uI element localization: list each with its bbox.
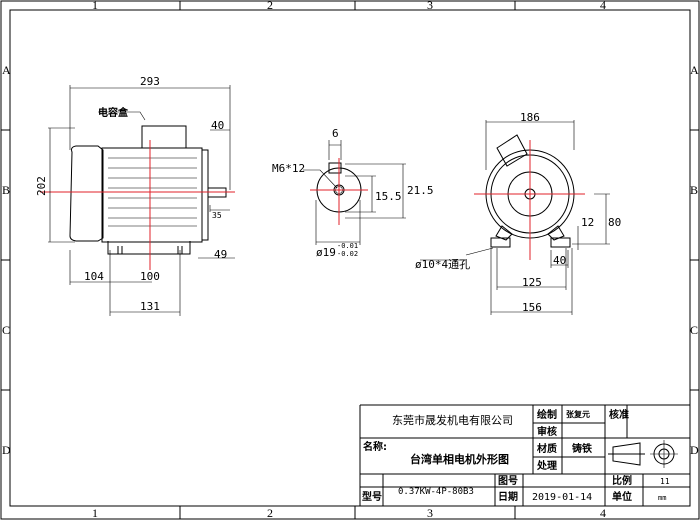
- capacitor-box-label: 电容盒: [98, 106, 129, 119]
- scale-value: 11: [660, 477, 670, 486]
- dim-center-height: 80: [608, 216, 621, 229]
- title-block: 东莞市晟发机电有限公司 绘制 张复元 审核 核准 名称: 台湾单相电机外形图 材…: [359, 404, 690, 506]
- zone-col-3: 3: [427, 0, 433, 12]
- dim-shaft-diameter: ø19: [316, 246, 336, 259]
- dim-end-width: 186: [520, 111, 540, 124]
- date-label: 日期: [498, 490, 518, 503]
- company-name: 东莞市晟发机电有限公司: [392, 413, 513, 427]
- dim-front-dist: 104: [84, 270, 104, 283]
- thread-label: M6*12: [272, 162, 305, 175]
- zone-row-a-right: A: [690, 63, 699, 77]
- zone-col-4-bottom: 4: [600, 506, 606, 520]
- dim-key-length: 35: [212, 211, 222, 220]
- dim-key-width: 6: [332, 127, 339, 140]
- scale-label: 比例: [612, 474, 632, 487]
- end-view: 186 ø10*4通孔 80 12 40 125 156: [415, 111, 621, 315]
- dim-foot-width: 40: [553, 254, 566, 267]
- model-label: 型号: [362, 490, 382, 503]
- date-value: 2019-01-14: [532, 492, 592, 503]
- side-view: 293 电容盒 202 40 35 49 104 100 131: [35, 75, 235, 316]
- zone-col-4: 4: [600, 0, 606, 12]
- dim-shaft-length: 40: [211, 119, 224, 132]
- zone-row-d-right: D: [690, 443, 699, 457]
- model-value: 0.37KW-4P-80B3: [398, 487, 474, 497]
- dim-shaft-height: 21.5: [407, 184, 434, 197]
- material-label: 材质: [537, 442, 557, 455]
- dim-end-base-width: 156: [522, 301, 542, 314]
- zone-col-2: 2: [267, 0, 273, 12]
- unit-value: mm: [658, 494, 666, 502]
- dim-foot-spacing: 100: [140, 270, 160, 283]
- unit-label: 单位: [612, 490, 632, 503]
- review-label: 审核: [537, 425, 557, 438]
- dim-key-depth: 15.5: [375, 190, 402, 203]
- zone-row-b-right: B: [690, 183, 698, 197]
- material-value: 铸铁: [572, 442, 592, 455]
- dim-base-width: 131: [140, 300, 160, 313]
- drawn-label: 绘制: [537, 408, 557, 421]
- zone-col-3-bottom: 3: [427, 506, 433, 520]
- treatment-label: 处理: [536, 459, 557, 472]
- dim-overall-length: 293: [140, 75, 160, 88]
- zone-col-1: 1: [92, 0, 98, 12]
- approve-label: 核准: [609, 408, 629, 421]
- zone-row-d: D: [2, 443, 11, 457]
- zone-row-c: C: [2, 323, 10, 337]
- tol-upper: -0.01: [337, 242, 358, 250]
- drawing-no-label: 图号: [498, 475, 518, 487]
- drawn-by: 张复元: [566, 409, 590, 419]
- zone-row-c-right: C: [690, 323, 698, 337]
- zone-row-a: A: [2, 63, 11, 77]
- zone-row-b: B: [2, 183, 10, 197]
- zone-col-1-bottom: 1: [92, 506, 98, 520]
- name-label: 名称:: [363, 440, 387, 453]
- tol-lower: -0.02: [337, 250, 358, 258]
- zone-col-2-bottom: 2: [267, 506, 273, 520]
- drawing-name: 台湾单相电机外形图: [410, 452, 509, 466]
- dim-foot-thickness: 12: [581, 216, 594, 229]
- dim-foot-dist: 49: [214, 248, 227, 261]
- dim-height: 202: [35, 176, 48, 196]
- mounting-holes-label: ø10*4通孔: [415, 258, 470, 271]
- dim-hole-spacing: 125: [522, 276, 542, 289]
- projection-symbol-icon: [650, 440, 678, 468]
- shaft-end-view: 15.5 21.5 6 M6*12 ø19 -0.01 -0.02: [272, 127, 434, 259]
